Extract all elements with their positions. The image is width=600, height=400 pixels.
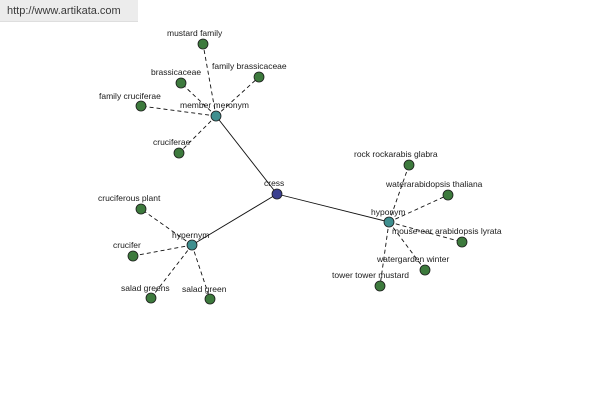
relation-node-hyponym[interactable]	[383, 216, 395, 228]
edge-hyponym-watergarden-winter	[388, 221, 426, 271]
leaf-label-rock-rockarabis-glabra[interactable]: rock rockarabis glabra	[354, 149, 438, 159]
leaf-label-salad-green[interactable]: salad green	[182, 284, 227, 294]
leaf-label-family-cruciferae[interactable]: family cruciferae	[99, 91, 161, 101]
edge-cress-member-meronym	[215, 115, 278, 195]
relation-label-member-meronym[interactable]: member meronym	[180, 100, 249, 110]
edge-hypernym-crucifer	[132, 244, 193, 257]
graph-nodes	[127, 38, 468, 305]
leaf-node-brassicaceae[interactable]	[175, 77, 187, 89]
relation-label-hypernym[interactable]: hypernym	[172, 230, 209, 240]
edge-hyponym-waterarabidopsis-thaliana	[388, 194, 449, 223]
site-url-link[interactable]: http://www.artikata.com	[0, 0, 138, 22]
leaf-node-tower-tower-mustard[interactable]	[374, 280, 386, 292]
leaf-node-rock-rockarabis-glabra[interactable]	[403, 159, 415, 171]
edge-member-meronym-cruciferae	[178, 115, 217, 154]
leaf-label-family-brassicaceae[interactable]: family brassicaceae	[212, 61, 287, 71]
edge-hypernym-salad-green	[191, 244, 211, 300]
center-node-cress[interactable]	[271, 188, 283, 200]
leaf-label-mouse-ear-arabidopsis-lyrata[interactable]: mouse-ear arabidopsis lyrata	[392, 226, 502, 236]
leaf-node-crucifer[interactable]	[127, 250, 139, 262]
leaf-label-mustard-family[interactable]: mustard family	[167, 28, 223, 38]
leaf-node-family-brassicaceae[interactable]	[253, 71, 265, 83]
leaf-label-watergarden-winter[interactable]: watergarden winter	[376, 254, 449, 264]
leaf-node-cruciferous-plant[interactable]	[135, 203, 147, 215]
leaf-node-family-cruciferae[interactable]	[135, 100, 147, 112]
leaf-label-crucifer[interactable]: crucifer	[113, 240, 141, 250]
leaf-label-waterarabidopsis-thaliana[interactable]: waterarabidopsis thaliana	[385, 179, 483, 189]
edge-hyponym-mouse-ear-arabidopsis-lyrata	[388, 221, 463, 243]
center-label-cress[interactable]: cress	[264, 178, 284, 188]
leaf-node-waterarabidopsis-thaliana[interactable]	[442, 189, 454, 201]
leaf-label-cruciferous-plant[interactable]: cruciferous plant	[98, 193, 161, 203]
edge-member-meronym-family-brassicaceae	[215, 76, 260, 117]
edge-cress-hypernym	[191, 193, 278, 246]
edge-hypernym-cruciferous-plant	[140, 208, 193, 246]
graph-labels: cress member meronym hypernym hyponym mustar…	[98, 28, 502, 294]
edge-member-meronym-family-cruciferae	[140, 105, 217, 117]
leaf-node-mouse-ear-arabidopsis-lyrata[interactable]	[456, 236, 468, 248]
relation-node-hypernym[interactable]	[186, 239, 198, 251]
relation-node-member-meronym[interactable]	[210, 110, 222, 122]
leaf-node-cruciferae[interactable]	[173, 147, 185, 159]
leaf-node-mustard-family[interactable]	[197, 38, 209, 50]
edge-member-meronym-mustard-family	[202, 43, 217, 117]
leaf-label-brassicaceae[interactable]: brassicaceae	[151, 67, 201, 77]
relation-label-hyponym[interactable]: hyponym	[371, 207, 406, 217]
leaf-node-salad-green[interactable]	[204, 293, 216, 305]
leaf-node-watergarden-winter[interactable]	[419, 264, 431, 276]
graph-edges	[132, 43, 463, 300]
leaf-node-salad-greens[interactable]	[145, 292, 157, 304]
edge-hyponym-rock-rockarabis-glabra	[388, 164, 410, 223]
edge-cress-hyponym	[276, 193, 390, 223]
leaf-label-tower-tower-mustard[interactable]: tower tower mustard	[332, 270, 409, 280]
leaf-label-salad-greens[interactable]: salad greens	[121, 283, 170, 293]
leaf-label-cruciferae[interactable]: cruciferae	[153, 137, 191, 147]
edge-member-meronym-brassicaceae	[180, 82, 217, 117]
edge-hyponym-tower-tower-mustard	[379, 221, 390, 287]
